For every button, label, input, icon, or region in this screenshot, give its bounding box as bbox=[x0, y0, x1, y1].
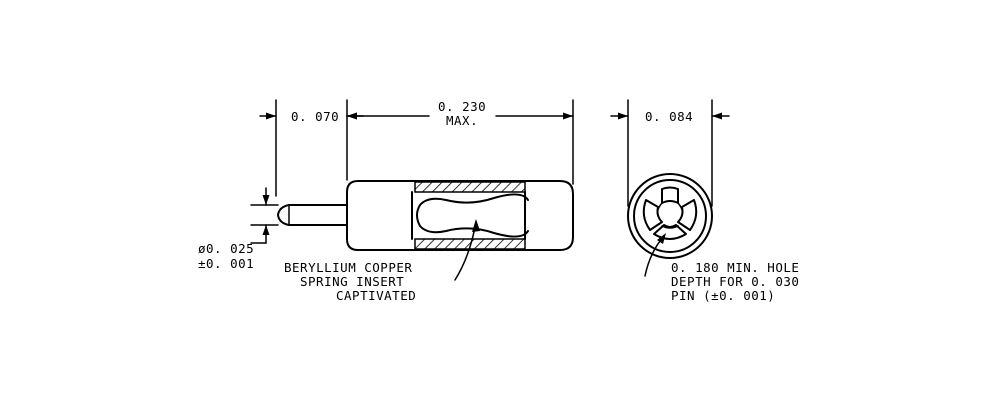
outer-circle bbox=[627, 173, 713, 259]
dimension-tip-length-label: 0. 070 bbox=[291, 109, 339, 124]
pin-tolerance-label: ±0. 001 bbox=[198, 256, 254, 271]
hole-callout-line-3: PIN (±0. 001) bbox=[671, 288, 775, 303]
end-view: 0. 084 0. 180 MIN. HOLE DEPTH FOR 0. 030… bbox=[610, 99, 799, 303]
side-view: 0. 070 0. 230 MAX. ø0. 025 bbox=[198, 99, 574, 303]
spring-insert-cavity bbox=[411, 191, 529, 240]
insert-callout-line-1: BERYLLIUM COPPER bbox=[284, 260, 412, 275]
bore-circle bbox=[633, 179, 707, 253]
dimension-pin-diameter bbox=[250, 187, 279, 244]
pin-diameter-label: ø0. 025 bbox=[198, 241, 254, 256]
pin-tip bbox=[277, 204, 348, 226]
dimension-body-length-label: 0. 230 bbox=[438, 99, 486, 114]
center-opening bbox=[656, 202, 684, 229]
body-outline bbox=[346, 180, 574, 251]
spring-finger-bottom bbox=[653, 224, 687, 240]
insert-callout-line-2: SPRING INSERT bbox=[300, 274, 404, 289]
spring-finger-top bbox=[661, 186, 679, 204]
outer-diameter-label: 0. 084 bbox=[645, 109, 693, 124]
dimension-body-length-note: MAX. bbox=[446, 113, 478, 128]
dimension-body-length bbox=[346, 112, 574, 120]
spring-finger-right bbox=[677, 199, 698, 231]
insert-wall-top bbox=[414, 181, 526, 193]
insert-callout-line-3: CAPTIVATED bbox=[336, 288, 416, 303]
dimension-outer-diameter bbox=[610, 112, 730, 120]
spring-finger-left bbox=[642, 199, 663, 231]
hole-callout-line-2: DEPTH FOR 0. 030 bbox=[671, 274, 799, 289]
hole-callout-line-1: 0. 180 MIN. HOLE bbox=[671, 260, 799, 275]
